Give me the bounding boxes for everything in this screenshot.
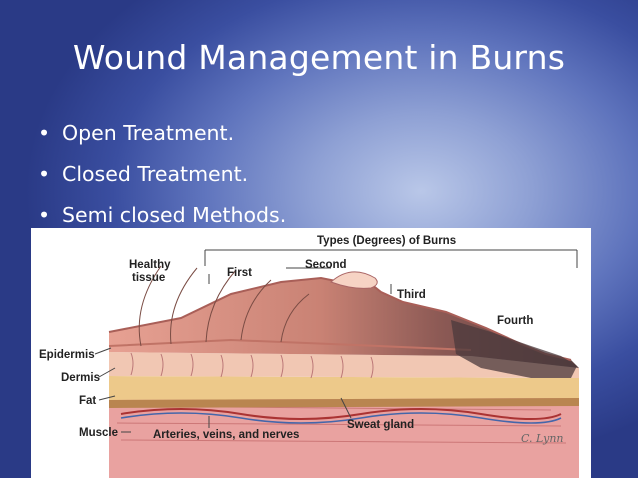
degree-second: Second <box>305 259 347 271</box>
degree-first: First <box>227 267 252 279</box>
fat-layer <box>109 376 579 400</box>
bullet-text: Closed Treatment. <box>62 162 249 186</box>
bullet-marker: • <box>38 162 51 186</box>
layer-fat: Fat <box>79 395 96 407</box>
layer-muscle: Muscle <box>79 427 118 439</box>
blister <box>330 271 378 289</box>
label-arteries: Arteries, veins, and nerves <box>153 429 299 441</box>
degree-third: Third <box>397 289 426 301</box>
charred-area <box>451 320 577 378</box>
degree-brackets <box>204 249 578 294</box>
degree-fourth: Fourth <box>497 315 533 327</box>
bullet-text: Semi closed Methods. <box>62 203 287 227</box>
healthy-label-1: Healthy <box>129 259 171 271</box>
bullet-item: • Open Treatment. <box>38 118 286 159</box>
artist-signature: C. Lynn <box>521 432 564 445</box>
bullet-list: • Open Treatment. • Closed Treatment. • Sem… <box>38 118 286 241</box>
bullet-text: Open Treatment. <box>62 121 235 145</box>
dermis-layer <box>109 352 579 378</box>
bullet-item: • Semi closed Methods. <box>38 200 286 241</box>
burn-diagram-svg: Types (Degrees) of Burns Healthy tissue … <box>39 235 579 478</box>
hair-strands <box>138 265 310 347</box>
label-sweat-gland: Sweat gland <box>347 419 414 431</box>
healthy-label-2: tissue <box>132 272 165 284</box>
figure-heading: Types (Degrees) of Burns <box>317 235 456 247</box>
bullet-item: • Closed Treatment. <box>38 159 286 200</box>
slide-title: Wound Management in Burns <box>72 38 566 77</box>
bullet-marker: • <box>38 203 51 227</box>
layer-epidermis: Epidermis <box>39 349 95 361</box>
burn-degrees-illustration: Types (Degrees) of Burns Healthy tissue … <box>31 228 591 478</box>
layer-dermis: Dermis <box>61 372 100 384</box>
blood-vessels <box>120 408 562 420</box>
bullet-marker: • <box>38 121 51 145</box>
